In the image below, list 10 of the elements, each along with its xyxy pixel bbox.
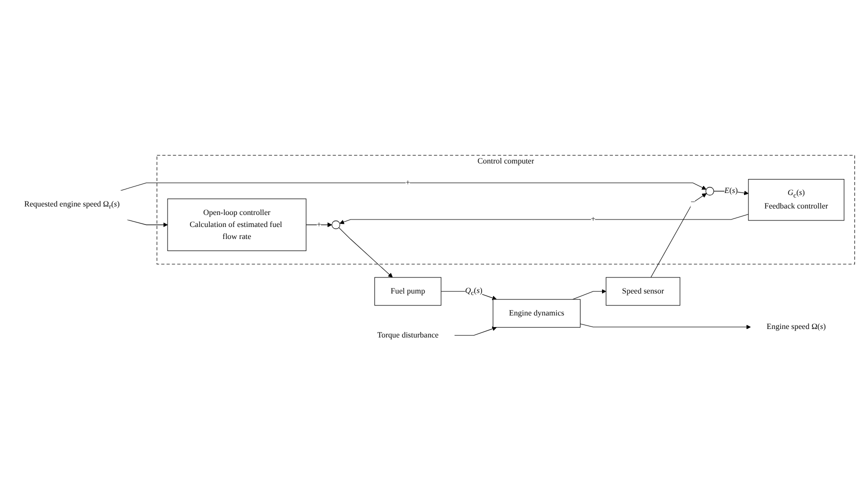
arrow xyxy=(580,323,751,330)
arrow xyxy=(306,222,332,227)
arrow xyxy=(338,227,393,278)
node-circle xyxy=(706,186,714,196)
arrow xyxy=(572,288,606,300)
node-circle xyxy=(332,220,340,229)
arrow xyxy=(650,192,707,278)
arrow xyxy=(126,219,168,227)
arrow xyxy=(120,182,706,191)
arrow xyxy=(454,326,497,336)
